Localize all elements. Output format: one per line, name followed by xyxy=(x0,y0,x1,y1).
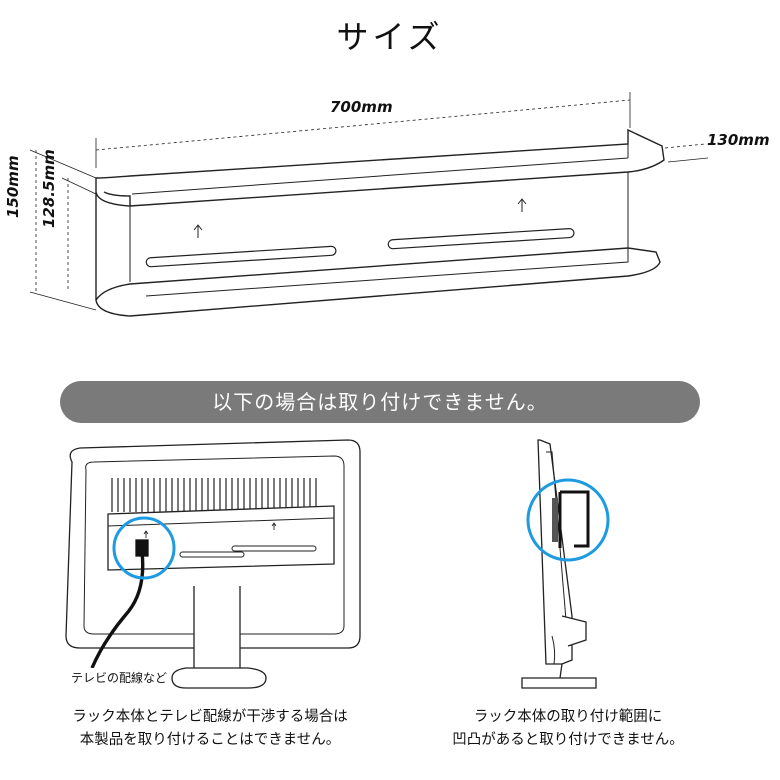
shelf-drawing xyxy=(29,92,709,317)
warning-banner: 以下の場合は取り付けできません。 xyxy=(60,381,700,423)
cable-callout-label: テレビの配線など xyxy=(68,668,171,687)
caption-uneven-surface: ラック本体の取り付け範囲に 凹凸があると取り付けできません。 xyxy=(398,706,738,752)
caption-line: ラック本体の取り付け範囲に xyxy=(473,709,663,725)
caption-cable-interference: ラック本体とテレビ配線が干渉する場合は 本製品を取り付けることはできません。 xyxy=(40,706,380,752)
highlight-circle-bumps xyxy=(526,478,610,562)
tv-rear-illustration xyxy=(65,439,361,689)
dimension-width-label: 700mm xyxy=(330,98,393,116)
caption-line: 凹凸があると取り付けできません。 xyxy=(452,732,684,748)
page-title: サイズ xyxy=(336,18,444,56)
dimension-height-inner-label: 128.5mm xyxy=(40,149,58,228)
highlight-circle-cable xyxy=(112,516,176,580)
vent-slots xyxy=(111,478,317,512)
caption-line: 本製品を取り付けることはできません。 xyxy=(79,732,341,748)
dimension-depth-label: 130mm xyxy=(707,131,770,149)
caption-line: ラック本体とテレビ配線が干渉する場合は xyxy=(72,709,348,725)
dimension-height-total-label: 150mm xyxy=(4,155,22,218)
tv-side-illustration xyxy=(521,439,597,689)
